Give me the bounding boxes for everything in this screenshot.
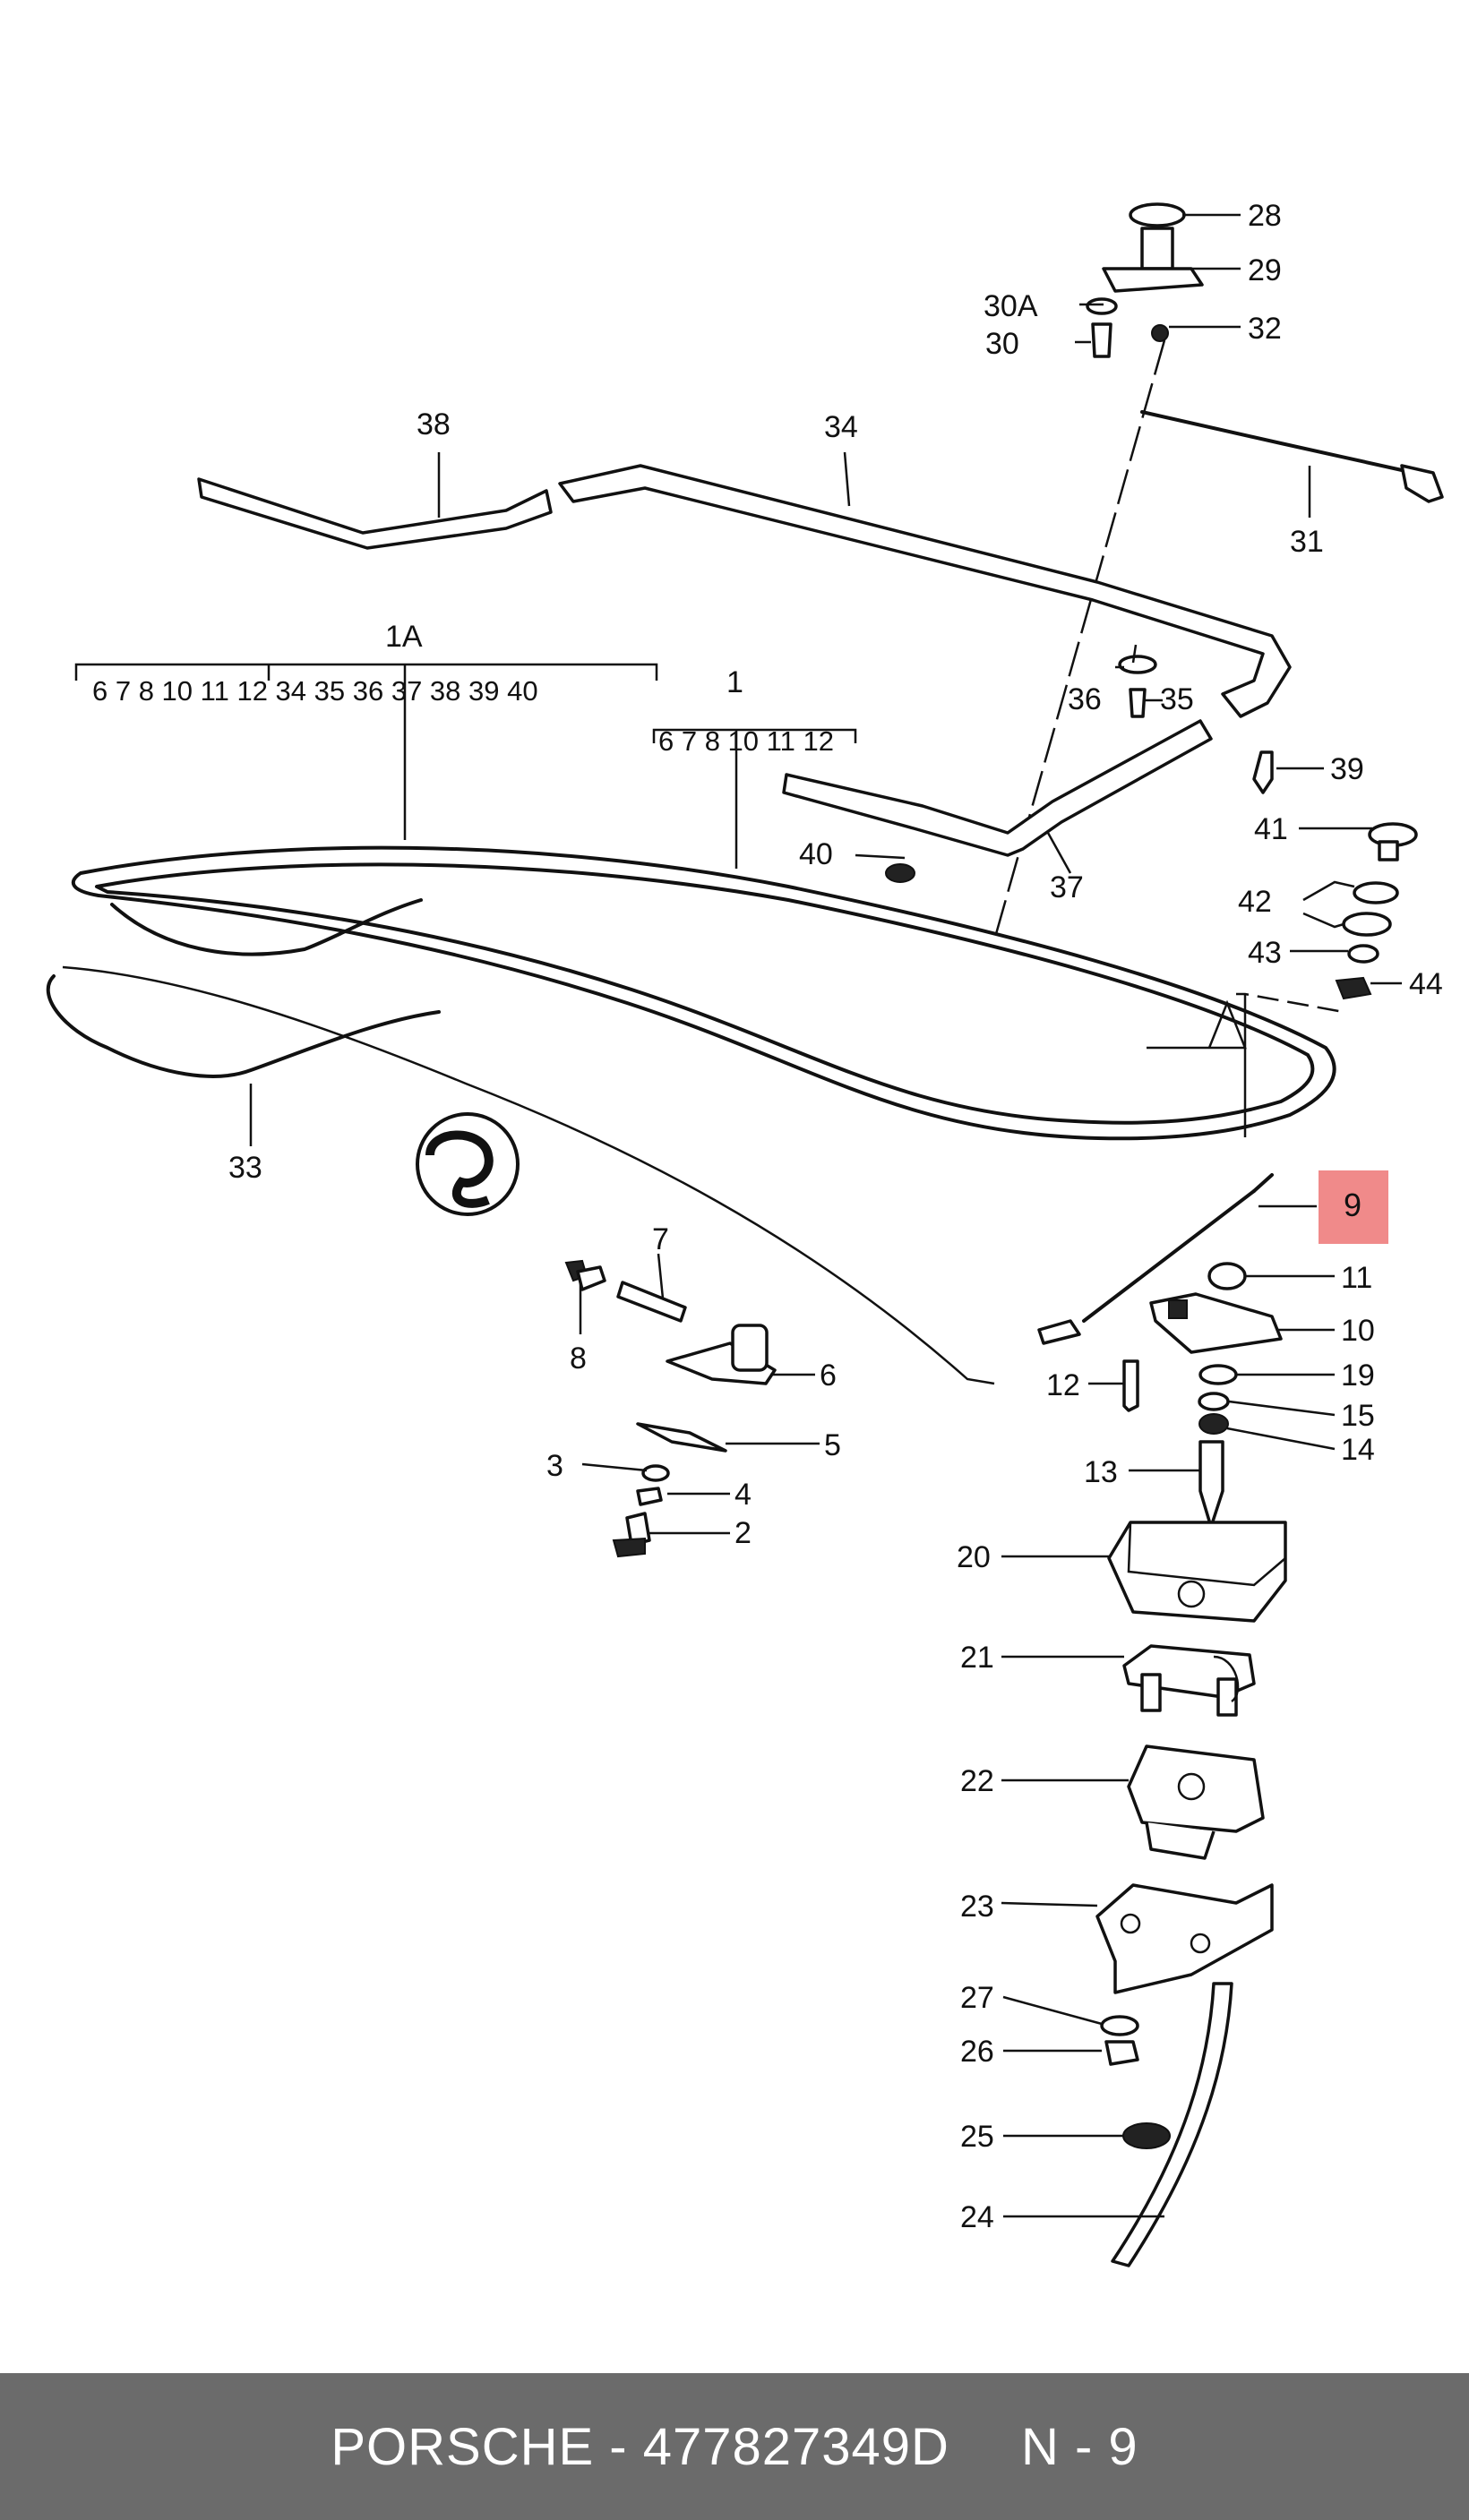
label-1A-range: 6 7 8 10 11 12 34 35 36 37 38 39 40 xyxy=(92,675,538,707)
label-2: 2 xyxy=(734,1516,752,1550)
label-30: 30 xyxy=(985,327,1019,361)
seal-38 xyxy=(197,452,553,550)
label-34: 34 xyxy=(824,410,858,444)
label-19: 19 xyxy=(1341,1359,1375,1393)
label-21: 21 xyxy=(960,1641,994,1675)
label-40: 40 xyxy=(799,837,833,871)
label-3: 3 xyxy=(546,1449,563,1483)
label-1-range: 6 7 8 10 11 12 xyxy=(658,725,834,757)
hinge-parts xyxy=(564,1259,777,1558)
label-1A: 1A xyxy=(385,620,423,654)
label-43: 43 xyxy=(1248,936,1282,970)
label-26: 26 xyxy=(960,2035,994,2069)
label-33: 33 xyxy=(228,1151,262,1185)
label-6: 6 xyxy=(820,1359,837,1393)
label-7: 7 xyxy=(652,1222,669,1256)
label-13: 13 xyxy=(1084,1455,1118,1489)
label-36: 36 xyxy=(1068,682,1102,716)
gas-strut xyxy=(1037,1173,1274,1345)
plate-21 xyxy=(1122,1644,1256,1717)
label-24: 24 xyxy=(960,2200,994,2234)
hose-24 xyxy=(1111,1982,1233,2267)
label-1: 1 xyxy=(726,665,743,699)
seal-37 xyxy=(782,719,1213,874)
label-29: 29 xyxy=(1248,253,1282,287)
label-22: 22 xyxy=(960,1764,994,1798)
small-parts-right xyxy=(885,655,1418,1000)
label-42: 42 xyxy=(1238,885,1272,919)
label-4: 4 xyxy=(734,1478,752,1512)
label-25: 25 xyxy=(960,2120,994,2154)
label-9: 9 xyxy=(1344,1187,1362,1223)
parts-diagram: 28 29 30A 30 32 31 38 34 1A 6 7 8 10 11 … xyxy=(46,199,1444,2267)
highlight-9 xyxy=(1319,1170,1388,1244)
seal-34 xyxy=(558,451,1292,718)
label-5: 5 xyxy=(824,1428,841,1462)
bracket-23 xyxy=(1095,1883,1274,1994)
label-37: 37 xyxy=(1050,870,1084,904)
decklid xyxy=(46,845,1336,1385)
label-11: 11 xyxy=(1341,1261,1372,1295)
lock-body-22 xyxy=(1127,1744,1265,1860)
part-number-text: PORSCHE - 477827349D xyxy=(331,2417,949,2476)
label-28: 28 xyxy=(1248,199,1282,233)
label-31: 31 xyxy=(1290,525,1324,559)
label-41: 41 xyxy=(1254,812,1288,846)
label-10: 10 xyxy=(1341,1314,1375,1348)
lock-parts xyxy=(1122,1262,1283,1529)
section-icon xyxy=(416,1112,520,1216)
footer-bar: PORSCHE - 477827349D N - 9 xyxy=(0,2373,1469,2520)
page-reference: N - 9 xyxy=(1020,2417,1138,2476)
label-30A: 30A xyxy=(984,289,1038,323)
label-15: 15 xyxy=(1341,1399,1375,1433)
release-knob-assembly xyxy=(992,202,1444,941)
label-14: 14 xyxy=(1341,1433,1375,1467)
buffer-20 xyxy=(1107,1521,1287,1623)
label-8: 8 xyxy=(570,1341,587,1376)
label-12: 12 xyxy=(1046,1368,1080,1402)
callout-labels: 28 29 30A 30 32 31 38 34 1A 6 7 8 10 11 … xyxy=(92,199,1443,2234)
label-38: 38 xyxy=(417,407,451,441)
label-23: 23 xyxy=(960,1890,994,1924)
label-20: 20 xyxy=(957,1540,991,1574)
label-35: 35 xyxy=(1160,682,1194,716)
label-44: 44 xyxy=(1409,967,1443,1001)
label-27: 27 xyxy=(960,1981,994,2015)
label-32: 32 xyxy=(1248,312,1282,346)
label-39: 39 xyxy=(1330,752,1364,786)
